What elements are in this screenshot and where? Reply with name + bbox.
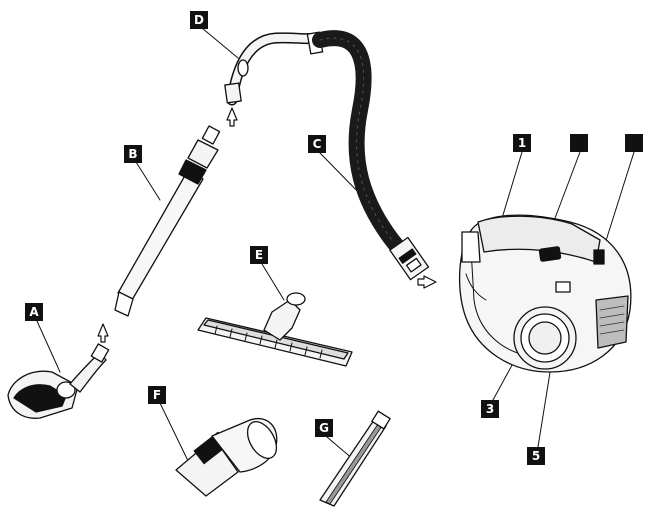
- label-b: B: [124, 145, 142, 163]
- connection-arrows: [97, 107, 437, 343]
- tube-part-b: [114, 125, 221, 317]
- label-d: D: [190, 11, 208, 29]
- label-5: 5: [527, 447, 545, 465]
- hard-floor-nozzle-part-e: [197, 292, 353, 367]
- vacuum-body: [458, 214, 632, 373]
- handle-part-d: [224, 31, 324, 106]
- label-g: G: [315, 419, 333, 437]
- upholstery-tool-part-f: [175, 418, 278, 497]
- label-c: C: [308, 135, 326, 153]
- label-4: [625, 134, 643, 152]
- crevice-tool-part-g: [319, 410, 391, 507]
- hose-part-c: [312, 30, 430, 281]
- label-2: [570, 134, 588, 152]
- floor-nozzle-part-a: [7, 343, 110, 419]
- label-f: F: [148, 386, 166, 404]
- label-1: 1: [513, 134, 531, 152]
- label-a: A: [25, 303, 43, 321]
- label-e: E: [250, 246, 268, 264]
- label-3: 3: [481, 400, 499, 418]
